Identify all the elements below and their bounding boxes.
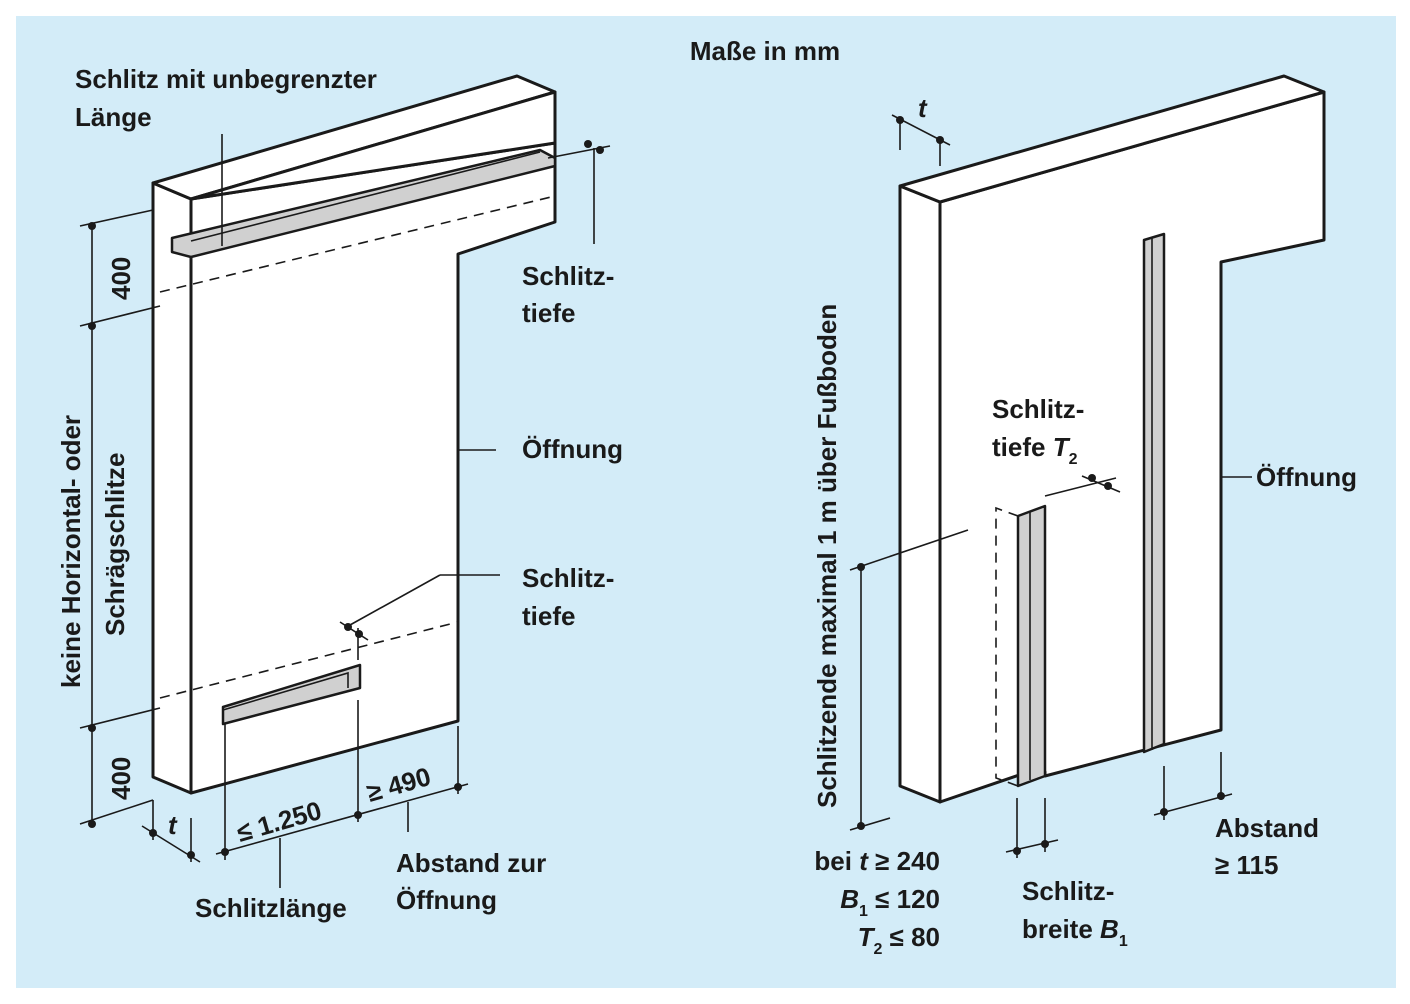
no-slots-label-1: keine Horizontal- oder bbox=[56, 415, 86, 688]
slot-end-label: Schlitzende maximal 1 m über Fußboden bbox=[812, 304, 842, 808]
condition-b1-label: B1 ≤ 120 bbox=[840, 884, 940, 920]
left-dimensions bbox=[79, 134, 611, 888]
left-opening-label: Öffnung bbox=[522, 434, 623, 464]
unlimited-slot-label-2: Länge bbox=[75, 102, 152, 132]
right-dimensions bbox=[849, 114, 1252, 858]
min-distance-label: ≥ 490 bbox=[363, 761, 434, 808]
left-wall-top-front-strip bbox=[189, 90, 557, 201]
dim-top-label: 400 bbox=[106, 257, 136, 300]
right-wall bbox=[898, 74, 1326, 804]
bottom-depth-label-2: tiefe bbox=[522, 601, 575, 631]
left-wall-side-face bbox=[151, 181, 193, 795]
right-opening-label: Öffnung bbox=[1256, 462, 1357, 492]
max-slot-length-label: ≤ 1.250 bbox=[233, 795, 324, 848]
horizontal-slot bbox=[170, 148, 557, 259]
dim-bottom-label: 400 bbox=[106, 757, 136, 800]
bottom-slot-inner-edge bbox=[222, 671, 349, 711]
distance-opening-label-2: Öffnung bbox=[396, 885, 497, 915]
unlimited-slot-label-1: Schlitz mit unbegrenzter bbox=[75, 64, 377, 94]
depth-t2-label-2: tiefe T2 bbox=[992, 432, 1078, 468]
horizontal-slot-inner-edge bbox=[190, 151, 541, 242]
depth-t2-label-1: Schlitz- bbox=[992, 394, 1084, 424]
right-wall-top-face bbox=[898, 74, 1326, 204]
left-thickness-label: t bbox=[168, 810, 178, 840]
right-distance-label-1: Abstand bbox=[1215, 813, 1319, 843]
slot-width-label-2: breite B1 bbox=[1022, 914, 1128, 950]
slot-length-label: Schlitzlänge bbox=[195, 893, 347, 923]
units-label: Maße in mm bbox=[690, 36, 840, 66]
no-slots-label-2: Schrägschlitze bbox=[100, 452, 130, 636]
distance-opening-label-1: Abstand zur bbox=[396, 848, 546, 878]
top-depth-label-2: tiefe bbox=[522, 298, 575, 328]
condition-t-label: bei t ≥ 240 bbox=[814, 846, 940, 876]
top-depth-label-1: Schlitz- bbox=[522, 261, 614, 291]
left-dashed-lower bbox=[159, 621, 459, 699]
left-wall bbox=[151, 74, 557, 795]
right-vertical-slot-2 bbox=[1016, 504, 1047, 788]
right-vertical-slot-1 bbox=[1142, 232, 1166, 754]
condition-t2-label: T2 ≤ 80 bbox=[858, 922, 940, 958]
right-distance-label-2: ≥ 115 bbox=[1215, 850, 1278, 880]
right-wall-side-face bbox=[898, 184, 942, 804]
right-slot-dashed bbox=[995, 506, 1019, 787]
right-thickness-label: t bbox=[918, 93, 928, 123]
slot-width-label-1: Schlitz- bbox=[1022, 876, 1114, 906]
bottom-depth-label-1: Schlitz- bbox=[522, 563, 614, 593]
